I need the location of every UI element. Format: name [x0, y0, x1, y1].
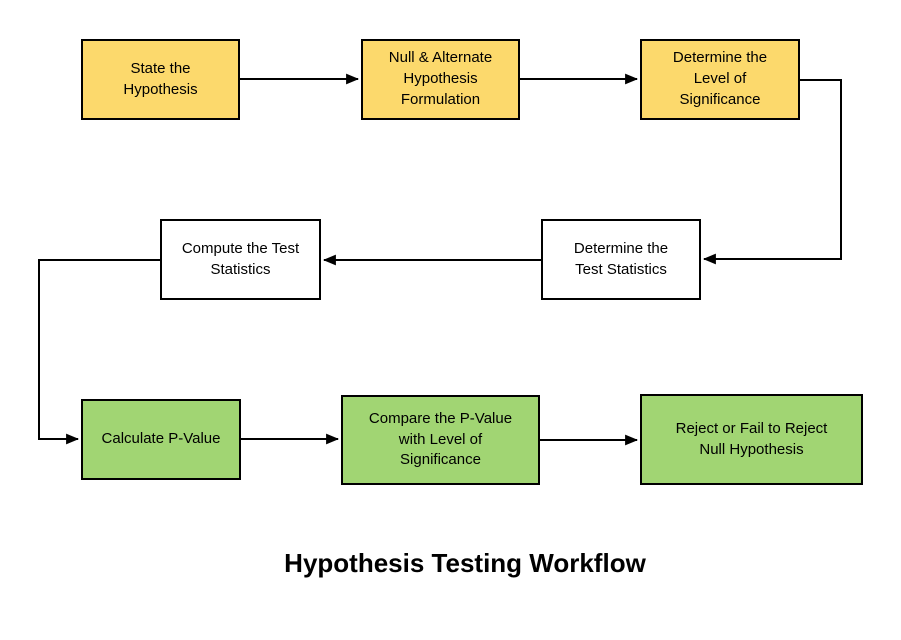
node-label: Determine the Test Statistics	[573, 239, 669, 278]
node-label: State the Hypothesis	[123, 59, 198, 98]
node-label: Calculate P-Value	[101, 430, 221, 448]
node-state-the-hypothesis: State the Hypothesis	[81, 39, 240, 120]
diagram-title: Hypothesis Testing Workflow	[284, 548, 646, 578]
node-label: Reject or Fail to Reject Null Hypothesis	[675, 419, 828, 458]
node-reject-or-fail-to-reject: Reject or Fail to Reject Null Hypothesis	[640, 394, 863, 485]
node-calculate-p-value: Calculate P-Value	[81, 399, 241, 480]
node-label: Compare the P-Value with Level of Signif…	[368, 409, 513, 469]
node-null-alternate-hypothesis-formulation: Null & Alternate Hypothesis Formulation	[361, 39, 520, 120]
node-compare-p-value-with-significance: Compare the P-Value with Level of Signif…	[341, 395, 540, 485]
node-determine-test-statistics: Determine the Test Statistics	[541, 219, 701, 300]
node-label: Compute the Test Statistics	[181, 239, 300, 278]
node-label: Determine the Level of Significance	[672, 49, 768, 108]
edge-compute-to-calculate-p	[38, 259, 160, 445]
node-label: Null & Alternate Hypothesis Formulation	[388, 49, 493, 108]
edge-level-to-determine-test	[702, 79, 842, 265]
node-determine-level-of-significance: Determine the Level of Significance	[640, 39, 800, 120]
node-compute-test-statistics: Compute the Test Statistics	[160, 219, 321, 300]
